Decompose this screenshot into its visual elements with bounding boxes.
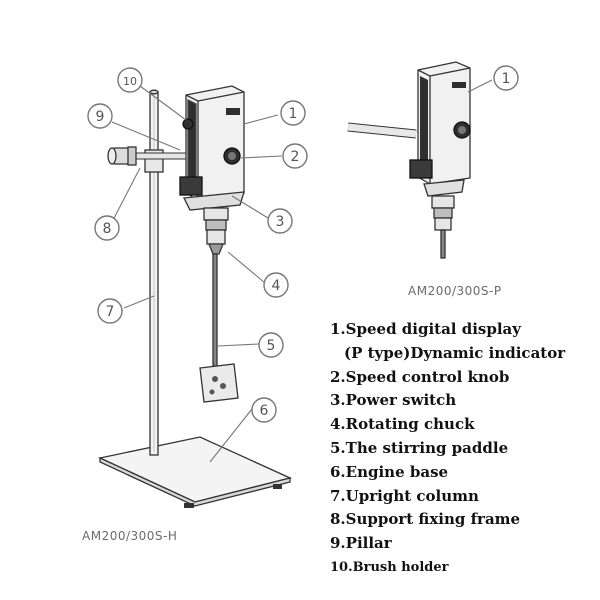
callout-7-label: 7: [106, 304, 115, 320]
callout-2-label: 2: [291, 149, 300, 165]
callout-p-1-circle: [493, 65, 519, 91]
callout-8-circle: [94, 215, 120, 241]
legend-item: 8.Support fixing frame: [330, 510, 521, 529]
legend-item: 4.Rotating chuck: [330, 415, 475, 434]
callout-3-label: 3: [276, 214, 285, 230]
callout-p-1-label: 1: [502, 71, 511, 87]
stirring-paddle: [199, 253, 239, 403]
callout-5-label: 5: [267, 338, 276, 354]
head-p-type: [347, 61, 493, 259]
support-fixing-frame: [107, 146, 200, 173]
callout-6-circle: [251, 397, 277, 423]
stand-assembly: [97, 85, 292, 508]
callout-8-label: 8: [103, 221, 112, 237]
legend-item: (P type)Dynamic indicator: [344, 343, 566, 362]
callout-7-circle: [97, 298, 123, 324]
engine-base: [97, 436, 292, 508]
callout-2-circle: [282, 143, 308, 169]
legend-item: 2.Speed control knob: [330, 367, 510, 386]
legend-item: 10.Brush holder: [330, 559, 449, 575]
callout-markers: 1 2 3 4 5 6 7 8 9 10 1: [87, 65, 519, 423]
callout-10-circle: [117, 67, 143, 93]
legend-item: 6.Engine base: [330, 462, 449, 481]
callout-9-circle: [87, 103, 113, 129]
callout-10-label: 10: [123, 75, 137, 88]
legend-item: 3.Power switch: [330, 391, 457, 410]
parts-legend: 1.Speed digital display (P type)Dynamic …: [330, 318, 595, 580]
legend-item: 1.Speed digital display: [330, 320, 521, 338]
callout-1-label: 1: [289, 106, 298, 122]
motor-head: [179, 85, 245, 211]
callout-1-circle: [280, 100, 306, 126]
caption-model-h: AM200/300S-H: [82, 529, 178, 543]
upright-column: [149, 89, 159, 456]
legend-item: 7.Upright column: [330, 486, 479, 505]
callout-4-label: 4: [272, 278, 281, 294]
callout-9-label: 9: [96, 109, 105, 125]
leader-lines-left: [111, 85, 283, 463]
rotating-chuck: [203, 207, 229, 255]
legend-item: 9.Pillar: [330, 534, 392, 553]
callout-4-circle: [263, 272, 289, 298]
callout-3-circle: [267, 208, 293, 234]
legend-item: 5.The stirring paddle: [330, 438, 509, 457]
callout-5-circle: [258, 332, 284, 358]
callout-6-label: 6: [260, 403, 269, 419]
caption-model-p: AM200/300S-P: [408, 284, 502, 298]
